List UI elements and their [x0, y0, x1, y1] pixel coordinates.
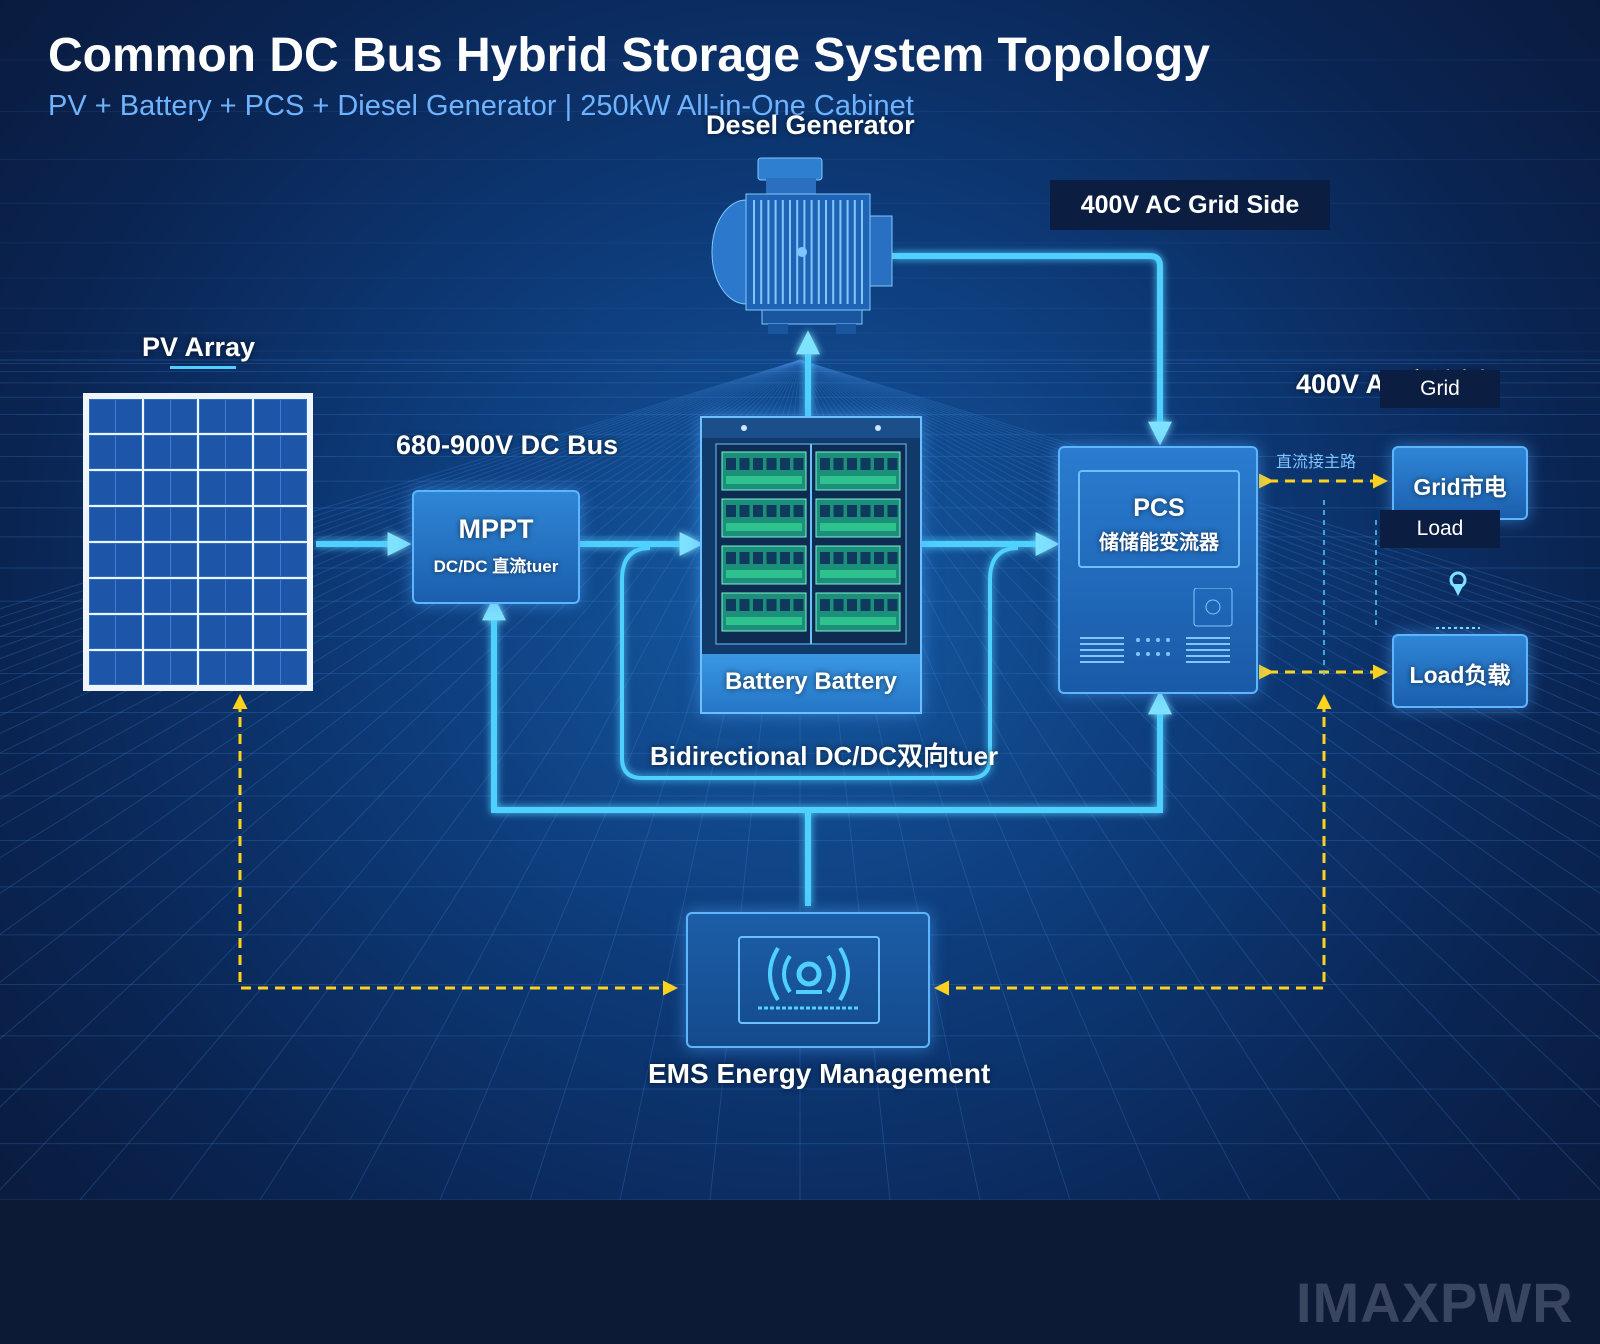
- mppt-subtitle: DC/DC 直流tuer: [433, 557, 559, 576]
- battery-cabinet: Battery Battery: [700, 416, 922, 714]
- ems-controller-box: [686, 912, 930, 1048]
- load-tag: Load: [1380, 510, 1500, 548]
- footer-band: [0, 1200, 1600, 1344]
- line-bottom-bus: [491, 610, 1172, 813]
- pcs-cabinet: PCS 储储能变流器: [1058, 446, 1258, 694]
- pcs-subtitle: 储储能变流器: [1099, 532, 1219, 554]
- signal-right-ems: [934, 700, 1326, 996]
- bidirectional-dcdc-label: Bidirectional DC/DC双向tuer: [650, 741, 999, 771]
- dc-main-path-label: 直流接主路: [1276, 454, 1357, 471]
- wireless-signal-icon: [758, 946, 860, 1010]
- dc-bus-label: 680-900V DC Bus: [396, 430, 619, 460]
- diesel-generator-icon: [711, 157, 893, 334]
- pcs-title: PCS: [1133, 494, 1185, 522]
- connection-lines: [232, 253, 1480, 996]
- pv-panel-icon: [83, 393, 313, 691]
- load-box: Load负载: [1392, 634, 1528, 708]
- grid-tag: Grid: [1380, 370, 1500, 408]
- page-title: Common DC Bus Hybrid Storage System Topo…: [48, 29, 1210, 82]
- pcs-label-panel: PCS 储储能变流器: [1078, 470, 1240, 568]
- line-bidirectional-loop: [620, 546, 1019, 780]
- ems-screen: [738, 936, 880, 1024]
- signal-pv-ems: [238, 700, 678, 996]
- line-diesel-pcs: [892, 253, 1172, 446]
- battery-rack-icon: [702, 418, 920, 645]
- grid-box: Grid市电: [1392, 446, 1528, 520]
- location-pin-icon: [1436, 571, 1480, 629]
- ems-label: EMS Energy Management: [648, 1058, 991, 1089]
- ac-grid-side-label: 400V AC Grid Side: [1050, 180, 1330, 230]
- load-box-label: Load负载: [1409, 662, 1511, 688]
- diesel-generator-label: Desel Generator: [706, 110, 915, 140]
- pcs-vent-panel-icon: [1080, 588, 1233, 663]
- grid-box-label: Grid市电: [1413, 474, 1507, 500]
- mppt-converter-box: MPPT DC/DC 直流tuer: [412, 490, 580, 604]
- battery-caption: Battery Battery: [724, 668, 898, 695]
- pv-label-underline: [170, 366, 236, 369]
- page-subtitle: PV + Battery + PCS + Diesel Generator | …: [48, 90, 914, 122]
- battery-caption-bar: Battery Battery: [702, 654, 920, 712]
- mppt-title: MPPT: [458, 514, 534, 544]
- brand-watermark: IMAXPWR: [1296, 1271, 1574, 1334]
- pv-array-label: PV Array: [142, 332, 256, 362]
